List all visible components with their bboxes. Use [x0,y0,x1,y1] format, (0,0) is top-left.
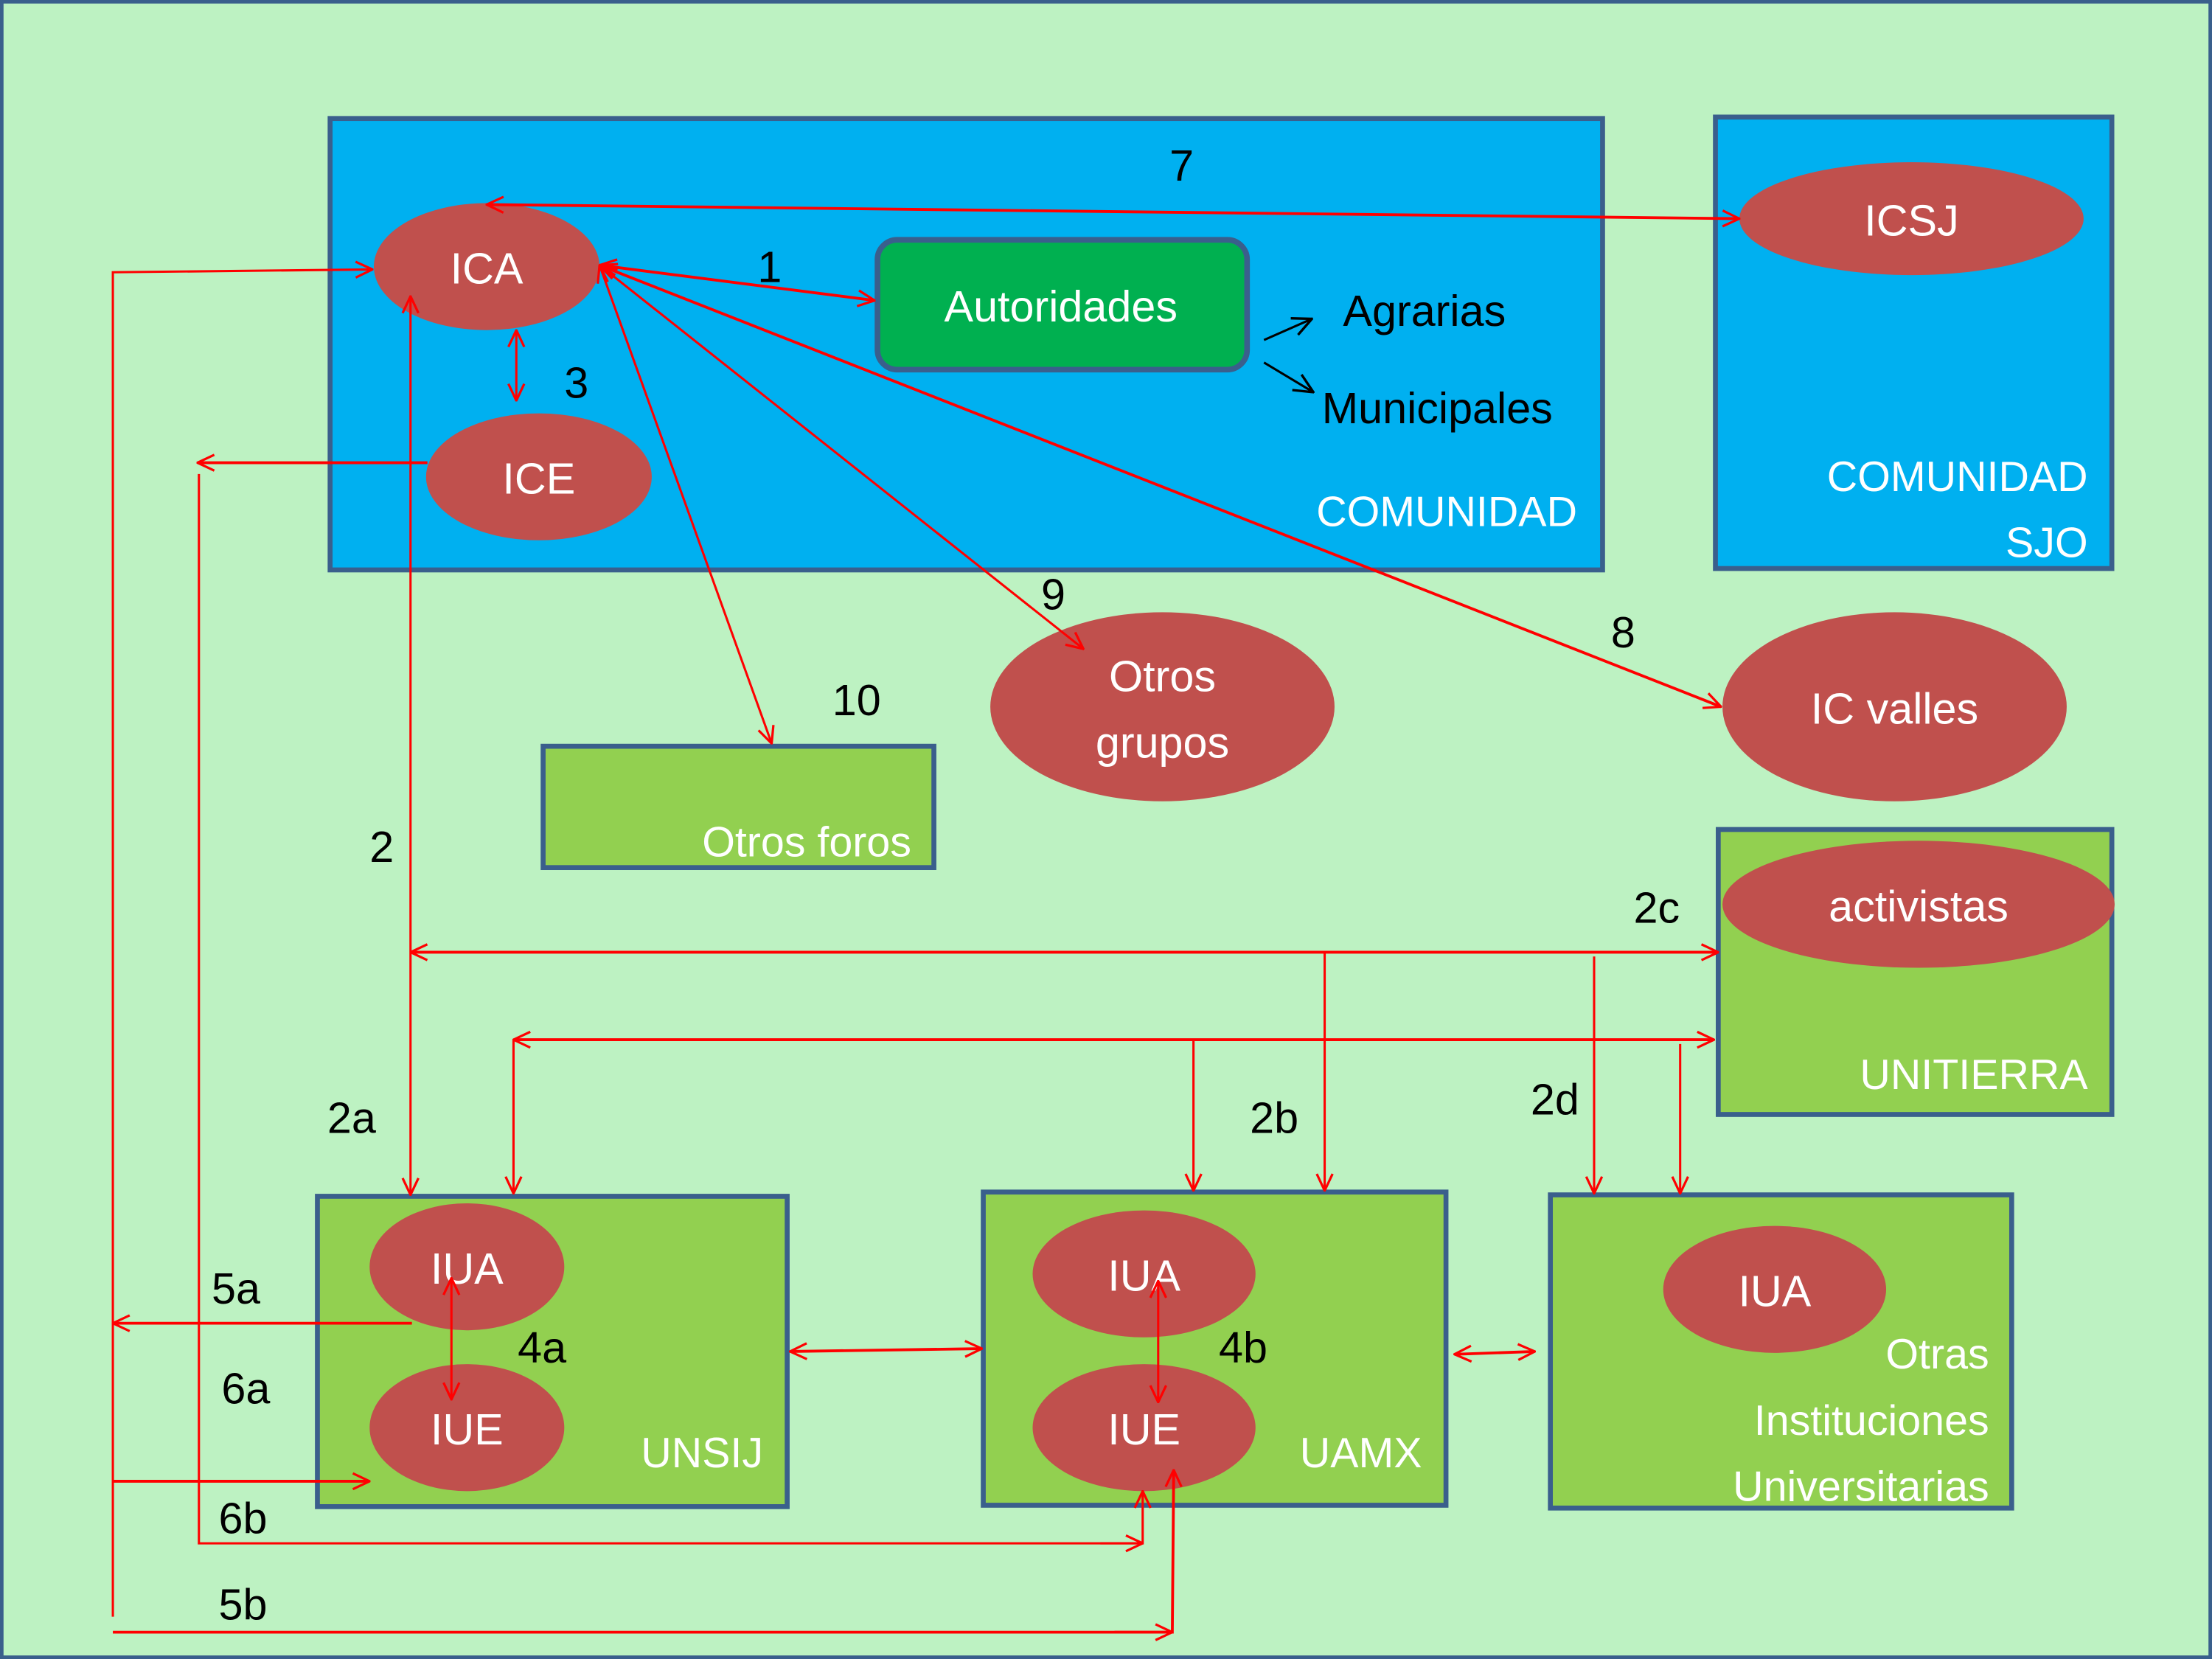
edge-label-6b: 6b [219,1494,268,1543]
edge-uamx-otras [1455,1352,1535,1354]
agrarias-label: Agrarias [1343,286,1506,335]
edge-label-2c: 2c [1634,883,1680,932]
unsij-iue-node[interactable]: IUE [369,1364,565,1492]
icsj-label: ICSJ [1864,196,1958,246]
edge-label-3: 3 [564,358,588,408]
edge-label-2: 2 [369,822,394,872]
unsij-iua-label: IUA [431,1244,504,1293]
autoridades-node[interactable]: Autoridades [874,237,1251,373]
edge-label-5b: 5b [219,1579,268,1629]
edge-label-5a: 5a [212,1264,260,1313]
unitierra-label: UNITIERRA [1860,1051,2088,1099]
otras-label-line2: Instituciones [1754,1397,1989,1444]
ice-node[interactable]: ICE [425,413,652,540]
edge-label-4a: 4a [518,1323,566,1372]
autoridades-label: Autoridades [945,282,1178,331]
otras-label-line1: Otras [1885,1331,1989,1378]
edge-7 [487,204,1739,218]
ice-label: ICE [502,454,575,504]
edge-label-6a: 6a [221,1364,270,1413]
edge-ica-left-loop [111,269,372,1617]
edge-label-1: 1 [757,243,782,292]
icsj-node[interactable]: ICSJ [1739,162,2084,276]
ic-valles-label: IC valles [1811,684,1978,734]
edge-unsij-uamx [790,1349,981,1352]
comunidad-sjo-label-line2: SJO [2006,520,2088,567]
comunidad-sjo-label-line1: COMUNIDAD [1827,453,2088,501]
unsij-iua-node[interactable]: IUA [369,1203,565,1331]
edge-10 [599,265,771,744]
comunidad-label: COMUNIDAD [1316,489,1577,536]
edge-label-2d: 2d [1531,1074,1579,1124]
otros-grupos-label-line1: Otros [1109,651,1216,700]
edge-label-2a: 2a [327,1093,376,1142]
edge-label-8: 8 [1611,608,1635,657]
municipales-label: Municipales [1322,383,1553,433]
unsij-label: UNSIJ [641,1430,763,1477]
otros-foros-label: Otros foros [702,818,911,866]
uamx-label: UAMX [1300,1430,1422,1477]
uamx-iua-label: IUA [1107,1251,1180,1301]
edge-label-10: 10 [832,675,881,725]
uamx-iue-label: IUE [1107,1405,1180,1454]
edge-label-7: 7 [1169,141,1194,190]
edge-6b [198,473,1143,1545]
activistas-label: activistas [1829,881,2008,931]
otras-label-line3: Universitarias [1733,1464,1989,1511]
otras-iua-label: IUA [1738,1267,1811,1316]
uamx-iua-node[interactable]: IUA [1032,1210,1256,1338]
otros-grupos-node[interactable]: Otros grupos [990,612,1335,801]
uamx-iue-node[interactable]: IUE [1032,1364,1256,1492]
unsij-iue-label: IUE [431,1405,504,1454]
activistas-node[interactable]: activistas [1722,841,2115,968]
ica-label: ICA [451,244,524,293]
ica-node[interactable]: ICA [374,203,600,330]
edge-label-4b: 4b [1219,1323,1267,1372]
otros-foros-container: Otros foros [540,743,936,871]
edge-label-9: 9 [1041,570,1065,619]
otras-iua-node[interactable]: IUA [1663,1225,1887,1353]
edge-label-2b: 2b [1250,1093,1298,1142]
ic-valles-node[interactable]: IC valles [1722,612,2067,801]
otros-grupos-label-line2: grupos [1096,717,1229,767]
